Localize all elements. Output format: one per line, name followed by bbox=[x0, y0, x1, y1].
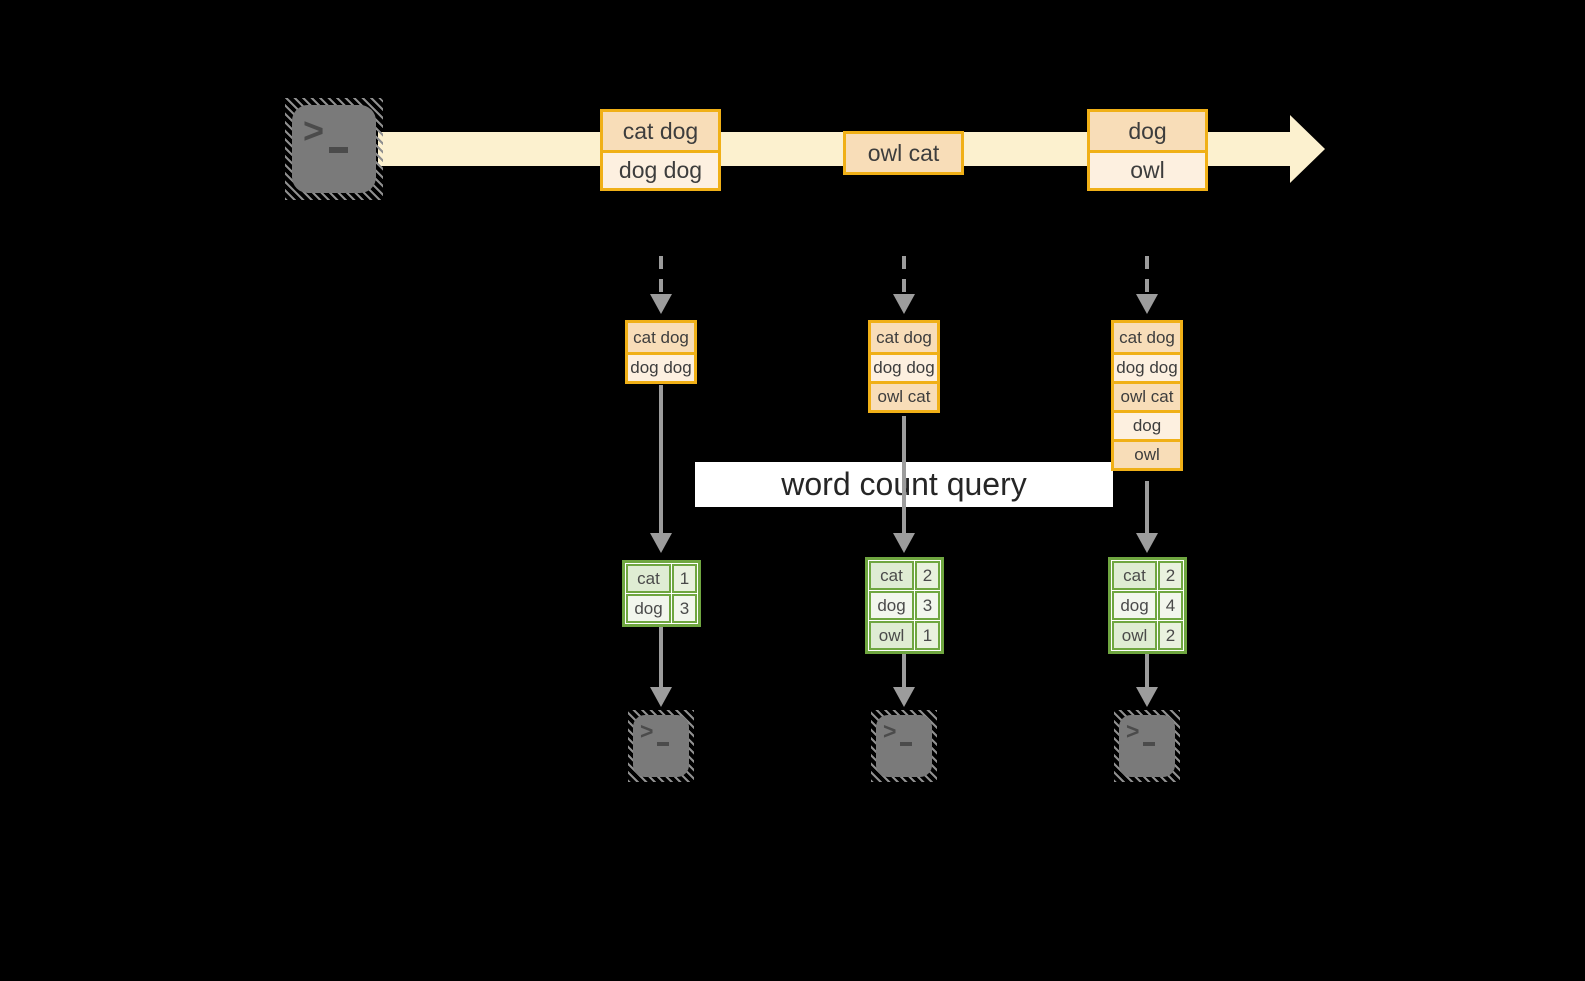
terminal-body: > bbox=[876, 715, 932, 777]
terminal-body: > bbox=[1119, 715, 1175, 777]
table-cell-count: 2 bbox=[915, 561, 940, 590]
batch-row: owl bbox=[1090, 150, 1205, 188]
query-arrowhead-icon-2 bbox=[893, 533, 915, 553]
output-arrowhead-icon-2 bbox=[893, 687, 915, 707]
output-arrow-line-1 bbox=[659, 627, 663, 689]
stack-row: cat dog bbox=[871, 323, 937, 352]
buffer-stack-2: cat dog dog dog owl cat bbox=[868, 320, 940, 413]
stack-row: owl cat bbox=[871, 381, 937, 410]
output-arrowhead-icon-3 bbox=[1136, 687, 1158, 707]
ingest-arrow-line-2 bbox=[902, 256, 906, 296]
stack-row: dog dog bbox=[1114, 352, 1180, 381]
stack-row: cat dog bbox=[1114, 323, 1180, 352]
batch-row: dog dog bbox=[603, 150, 718, 188]
stream-batch-2: owl cat bbox=[843, 131, 964, 175]
stack-row: owl cat bbox=[1114, 381, 1180, 410]
table-cell-word: dog bbox=[869, 591, 914, 620]
table-cell-count: 2 bbox=[1158, 621, 1183, 650]
source-terminal-icon: > bbox=[285, 98, 383, 200]
terminal-prompt-icon: > bbox=[1126, 718, 1140, 744]
output-arrowhead-icon-1 bbox=[650, 687, 672, 707]
ingest-arrowhead-icon-1 bbox=[650, 294, 672, 314]
batch-row: cat dog bbox=[603, 112, 718, 150]
count-table-2: cat 2 dog 3 owl 1 bbox=[865, 557, 944, 654]
ingest-arrow-line-1 bbox=[659, 256, 663, 296]
table-cell-word: owl bbox=[1112, 621, 1157, 650]
stack-row: dog dog bbox=[871, 352, 937, 381]
ingest-arrowhead-icon-3 bbox=[1136, 294, 1158, 314]
count-table-1: cat 1 dog 3 bbox=[622, 560, 701, 627]
table-cell-word: cat bbox=[626, 564, 671, 593]
terminal-cursor-icon bbox=[900, 742, 912, 746]
table-cell-count: 1 bbox=[672, 564, 697, 593]
table-cell-count: 3 bbox=[672, 594, 697, 623]
stream-axis-arrowhead-icon bbox=[1290, 115, 1325, 183]
terminal-cursor-icon bbox=[1143, 742, 1155, 746]
sink-terminal-icon-2: > bbox=[871, 710, 937, 782]
batch-row: owl cat bbox=[846, 134, 961, 172]
stream-batch-3: dog owl bbox=[1087, 109, 1208, 191]
sink-terminal-icon-3: > bbox=[1114, 710, 1180, 782]
table-cell-word: cat bbox=[869, 561, 914, 590]
table-cell-count: 1 bbox=[915, 621, 940, 650]
query-arrowhead-icon-1 bbox=[650, 533, 672, 553]
stream-batch-1: cat dog dog dog bbox=[600, 109, 721, 191]
ingest-arrowhead-icon-2 bbox=[893, 294, 915, 314]
table-cell-word: dog bbox=[626, 594, 671, 623]
stack-row: owl bbox=[1114, 439, 1180, 468]
sink-terminal-icon-1: > bbox=[628, 710, 694, 782]
query-arrow-line-1 bbox=[659, 385, 663, 535]
table-cell-word: cat bbox=[1112, 561, 1157, 590]
stack-row: dog bbox=[1114, 410, 1180, 439]
terminal-prompt-icon: > bbox=[303, 110, 325, 151]
stack-row: dog dog bbox=[628, 352, 694, 381]
table-cell-count: 4 bbox=[1158, 591, 1183, 620]
buffer-stack-1: cat dog dog dog bbox=[625, 320, 697, 384]
query-arrowhead-icon-3 bbox=[1136, 533, 1158, 553]
terminal-cursor-icon bbox=[657, 742, 669, 746]
batch-row: dog bbox=[1090, 112, 1205, 150]
terminal-prompt-icon: > bbox=[883, 718, 897, 744]
terminal-cursor-icon bbox=[329, 147, 348, 153]
table-cell-count: 3 bbox=[915, 591, 940, 620]
terminal-body: > bbox=[292, 105, 376, 193]
terminal-body: > bbox=[633, 715, 689, 777]
output-arrow-line-2 bbox=[902, 654, 906, 689]
table-cell-word: dog bbox=[1112, 591, 1157, 620]
output-arrow-line-3 bbox=[1145, 654, 1149, 689]
table-cell-count: 2 bbox=[1158, 561, 1183, 590]
table-cell-word: owl bbox=[869, 621, 914, 650]
count-table-3: cat 2 dog 4 owl 2 bbox=[1108, 557, 1187, 654]
query-arrow-line-3 bbox=[1145, 481, 1149, 535]
buffer-stack-3: cat dog dog dog owl cat dog owl bbox=[1111, 320, 1183, 471]
stack-row: cat dog bbox=[628, 323, 694, 352]
terminal-prompt-icon: > bbox=[640, 718, 654, 744]
query-arrow-line-2 bbox=[902, 416, 906, 535]
ingest-arrow-line-3 bbox=[1145, 256, 1149, 296]
